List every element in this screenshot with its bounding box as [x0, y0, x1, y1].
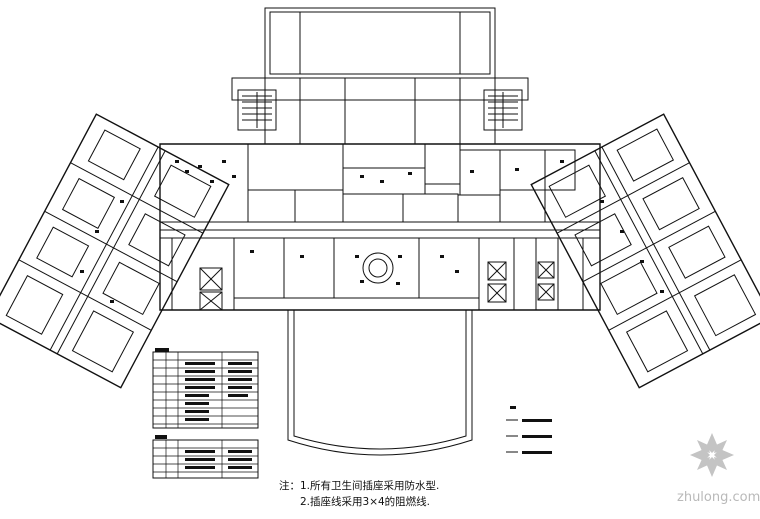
entrance-canopy — [287, 310, 473, 456]
watermark-text: zhulong.com — [677, 490, 760, 505]
note-line-2: 2.插座线采用3×4的阻燃线. — [300, 496, 431, 508]
legend-table-2 — [152, 435, 259, 479]
lower-rooms — [171, 237, 584, 311]
upper-rooms — [247, 143, 576, 223]
left-wing — [0, 113, 230, 389]
top-atrium-frame — [231, 7, 529, 145]
note-line-1: 注：1.所有卫生间插座采用防水型. — [279, 480, 440, 492]
right-wing — [530, 113, 760, 389]
legend-lines-right — [506, 406, 552, 454]
fixture-marks — [80, 160, 664, 303]
stair-core-left — [237, 89, 277, 131]
legend-table-1 — [152, 348, 259, 429]
zhulong-logo-icon — [690, 433, 734, 477]
stair-core-right — [483, 89, 523, 131]
central-block-outline — [159, 143, 601, 311]
